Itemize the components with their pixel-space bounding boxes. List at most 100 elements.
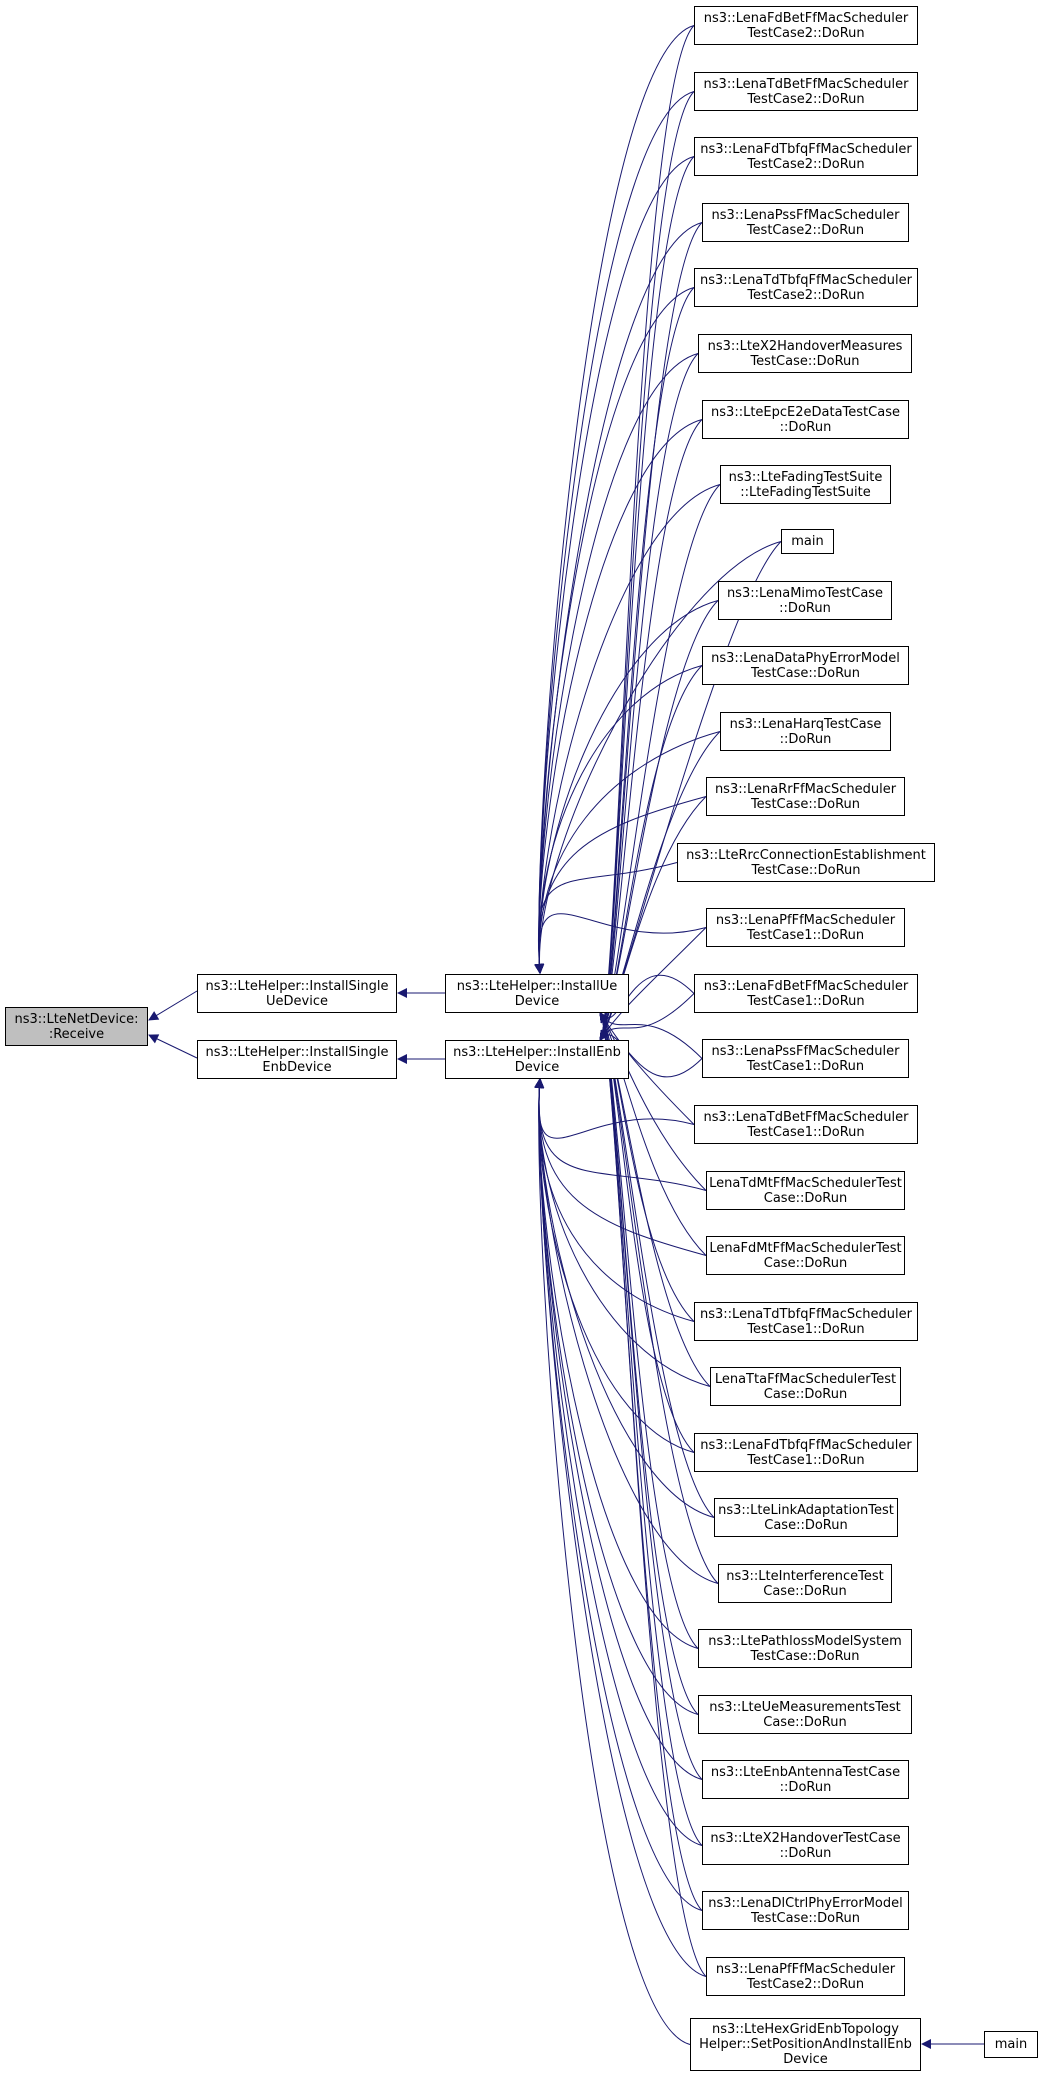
edge-caller-to-install-ue — [599, 1012, 703, 1780]
caller-node[interactable]: ns3::LenaMimoTestCase ::DoRun — [718, 581, 892, 620]
edge-install-single-enb-to-root — [148, 1034, 198, 1059]
node-install-single-enb[interactable]: ns3::LteHelper::InstallSingle EnbDevice — [197, 1040, 397, 1079]
caller-node[interactable]: ns3::LteX2HandoverMeasures TestCase::DoR… — [698, 334, 912, 373]
node-install-single-ue[interactable]: ns3::LteHelper::InstallSingle UeDevice — [197, 974, 397, 1013]
node-label: ns3::LenaFdTbfqFfMacScheduler TestCase1:… — [700, 1437, 912, 1468]
root-node-label: ns3::LteNetDevice: :Receive — [14, 1011, 139, 1042]
caller-node[interactable]: ns3::LenaPfFfMacScheduler TestCase1::DoR… — [706, 908, 905, 947]
caller-node[interactable]: ns3::LenaHarqTestCase ::DoRun — [720, 712, 891, 751]
caller-node[interactable]: ns3::LtePathlossModelSystem TestCase::Do… — [698, 1629, 912, 1668]
caller-node[interactable]: ns3::LenaFdTbfqFfMacScheduler TestCase1:… — [694, 1433, 918, 1472]
node-label: main — [791, 534, 824, 549]
caller-node[interactable]: ns3::LteFadingTestSuite ::LteFadingTestS… — [720, 465, 891, 504]
edge-caller-to-install-ue — [534, 25, 695, 974]
node-label: LenaFdMtFfMacSchedulerTest Case::DoRun — [709, 1240, 902, 1271]
edge-caller-to-install-ue — [534, 419, 703, 974]
node-label: ns3::LtePathlossModelSystem TestCase::Do… — [708, 1633, 902, 1664]
node-label: ns3::LenaPfFfMacScheduler TestCase1::DoR… — [715, 912, 896, 943]
node-label: ns3::LteUeMeasurementsTest Case::DoRun — [709, 1699, 901, 1730]
caller-node[interactable]: ns3::LteRrcConnectionEstablishment TestC… — [677, 843, 935, 882]
node-label: ns3::LteEnbAntennaTestCase ::DoRun — [710, 1764, 901, 1795]
caller-node[interactable]: ns3::LenaRrFfMacScheduler TestCase::DoRu… — [706, 777, 905, 816]
edge-caller-to-install-ue — [534, 665, 703, 974]
caller-node[interactable]: ns3::LenaTdBetFfMacScheduler TestCase1::… — [694, 1105, 918, 1144]
node-label: ns3::LenaTdBetFfMacScheduler TestCase1::… — [703, 1109, 909, 1140]
node-label: ns3::LenaRrFfMacScheduler TestCase::DoRu… — [714, 781, 897, 812]
node-label: ns3::LenaDlCtrlPhyErrorModel TestCase::D… — [708, 1895, 903, 1926]
edge-caller-to-install-ue — [599, 1012, 707, 1977]
edge-caller-to-install-ue — [534, 600, 719, 974]
node-label: ns3::LenaPssFfMacScheduler TestCase1::Do… — [711, 1043, 900, 1074]
node-label: LenaTdMtFfMacSchedulerTest Case::DoRun — [709, 1175, 902, 1206]
node-install-ue[interactable]: ns3::LteHelper::InstallUe Device — [445, 974, 629, 1013]
edge-caller-to-install-enb — [534, 1078, 691, 2045]
caller-node[interactable]: ns3::LenaTdTbfqFfMacScheduler TestCase1:… — [694, 1302, 918, 1341]
edge-caller-to-install-ue — [534, 862, 678, 974]
node-label: ns3::LenaDataPhyErrorModel TestCase::DoR… — [711, 650, 900, 681]
caller-node[interactable]: ns3::LenaFdBetFfMacScheduler TestCase2::… — [694, 6, 918, 45]
node-label: ns3::LteHelper::InstallUe Device — [456, 978, 618, 1009]
edge-caller-to-install-enb — [599, 222, 703, 1041]
caller-node[interactable]: LenaTtaFfMacSchedulerTest Case::DoRun — [710, 1367, 901, 1406]
caller-node[interactable]: ns3::LteEpcE2eDataTestCase ::DoRun — [702, 400, 909, 439]
node-label: ns3::LteInterferenceTest Case::DoRun — [726, 1568, 884, 1599]
node-label: ns3::LenaPfFfMacScheduler TestCase2::DoR… — [715, 1961, 896, 1992]
edge-caller-to-install-enb — [534, 1078, 719, 1584]
node-label: ns3::LenaFdTbfqFfMacScheduler TestCase2:… — [700, 141, 912, 172]
node-label: main — [994, 2037, 1028, 2052]
edge-caller-to-install-enb — [599, 287, 695, 1041]
node-label: ns3::LenaFdBetFfMacScheduler TestCase1::… — [703, 978, 909, 1009]
edge-install-single-ue-to-root — [148, 990, 198, 1021]
node-label: ns3::LenaTdBetFfMacScheduler TestCase2::… — [703, 76, 909, 107]
node-far-main[interactable]: main — [984, 2031, 1038, 2058]
node-label: LenaTtaFfMacSchedulerTest Case::DoRun — [714, 1371, 897, 1402]
node-label: ns3::LteHexGridEnbTopology Helper::SetPo… — [699, 2022, 912, 2067]
caller-node[interactable]: ns3::LenaDlCtrlPhyErrorModel TestCase::D… — [702, 1891, 909, 1930]
node-label: ns3::LteHelper::InstallSingle EnbDevice — [205, 1044, 389, 1075]
edge-caller-to-install-ue — [599, 1012, 699, 1649]
node-label: ns3::LteEpcE2eDataTestCase ::DoRun — [711, 404, 900, 435]
node-label: ns3::LteFadingTestSuite ::LteFadingTestS… — [728, 469, 883, 500]
caller-node[interactable]: ns3::LteUeMeasurementsTest Case::DoRun — [698, 1695, 912, 1734]
caller-node[interactable]: ns3::LteX2HandoverTestCase ::DoRun — [702, 1826, 909, 1865]
caller-node[interactable]: ns3::LenaFdTbfqFfMacScheduler TestCase2:… — [694, 137, 918, 176]
edge-caller-to-install-ue — [599, 1012, 711, 1387]
caller-node[interactable]: ns3::LenaPfFfMacScheduler TestCase2::DoR… — [706, 1957, 905, 1996]
edge-caller-to-install-enb — [599, 484, 721, 1041]
edge-caller-to-install-ue — [534, 796, 707, 974]
node-label: ns3::LenaMimoTestCase ::DoRun — [726, 585, 884, 616]
node-label: ns3::LenaHarqTestCase ::DoRun — [729, 716, 882, 747]
caller-node[interactable]: ns3::LenaTdBetFfMacScheduler TestCase2::… — [694, 72, 918, 111]
node-label: ns3::LteLinkAdaptationTest Case::DoRun — [718, 1502, 894, 1533]
caller-node[interactable]: ns3::LenaPssFfMacScheduler TestCase2::Do… — [702, 203, 909, 242]
edge-caller-to-install-ue — [534, 913, 707, 974]
root-node: ns3::LteNetDevice: :Receive — [5, 1007, 148, 1046]
node-label: ns3::LteX2HandoverMeasures TestCase::DoR… — [707, 338, 903, 369]
edge-caller-to-install-enb — [599, 91, 695, 1041]
caller-node[interactable]: LenaFdMtFfMacSchedulerTest Case::DoRun — [706, 1236, 905, 1275]
caller-node[interactable]: ns3::LteLinkAdaptationTest Case::DoRun — [714, 1498, 898, 1537]
caller-node[interactable]: LenaTdMtFfMacSchedulerTest Case::DoRun — [706, 1171, 905, 1210]
node-label: ns3::LenaTdTbfqFfMacScheduler TestCase2:… — [700, 272, 912, 303]
edge-caller-to-install-enb — [534, 1078, 707, 1977]
edge-caller-to-install-enb — [599, 25, 695, 1041]
caller-node[interactable]: main — [781, 529, 834, 554]
caller-node[interactable]: ns3::LenaTdTbfqFfMacScheduler TestCase2:… — [694, 268, 918, 307]
node-label: ns3::LteX2HandoverTestCase ::DoRun — [710, 1830, 901, 1861]
edge-caller-to-install-enb — [534, 1078, 695, 1322]
node-label: ns3::LenaFdBetFfMacScheduler TestCase2::… — [703, 10, 909, 41]
node-install-enb[interactable]: ns3::LteHelper::InstallEnb Device — [445, 1040, 629, 1079]
caller-node[interactable]: ns3::LenaFdBetFfMacScheduler TestCase1::… — [694, 974, 918, 1013]
node-label: ns3::LenaPssFfMacScheduler TestCase2::Do… — [711, 207, 900, 238]
node-label: ns3::LenaTdTbfqFfMacScheduler TestCase1:… — [700, 1306, 912, 1337]
node-label: ns3::LteHelper::InstallEnb Device — [453, 1044, 621, 1075]
caller-node[interactable]: ns3::LteEnbAntennaTestCase ::DoRun — [702, 1760, 909, 1799]
caller-node[interactable]: ns3::LteInterferenceTest Case::DoRun — [718, 1564, 892, 1603]
caller-node[interactable]: ns3::LenaDataPhyErrorModel TestCase::DoR… — [702, 646, 909, 685]
edge-caller-to-install-ue — [599, 1012, 707, 1191]
edge-caller-to-install-ue — [599, 1012, 707, 1256]
caller-node[interactable]: ns3::LenaPssFfMacScheduler TestCase1::Do… — [702, 1039, 909, 1078]
caller-node[interactable]: ns3::LteHexGridEnbTopology Helper::SetPo… — [690, 2018, 921, 2071]
node-label: ns3::LteRrcConnectionEstablishment TestC… — [686, 847, 926, 878]
